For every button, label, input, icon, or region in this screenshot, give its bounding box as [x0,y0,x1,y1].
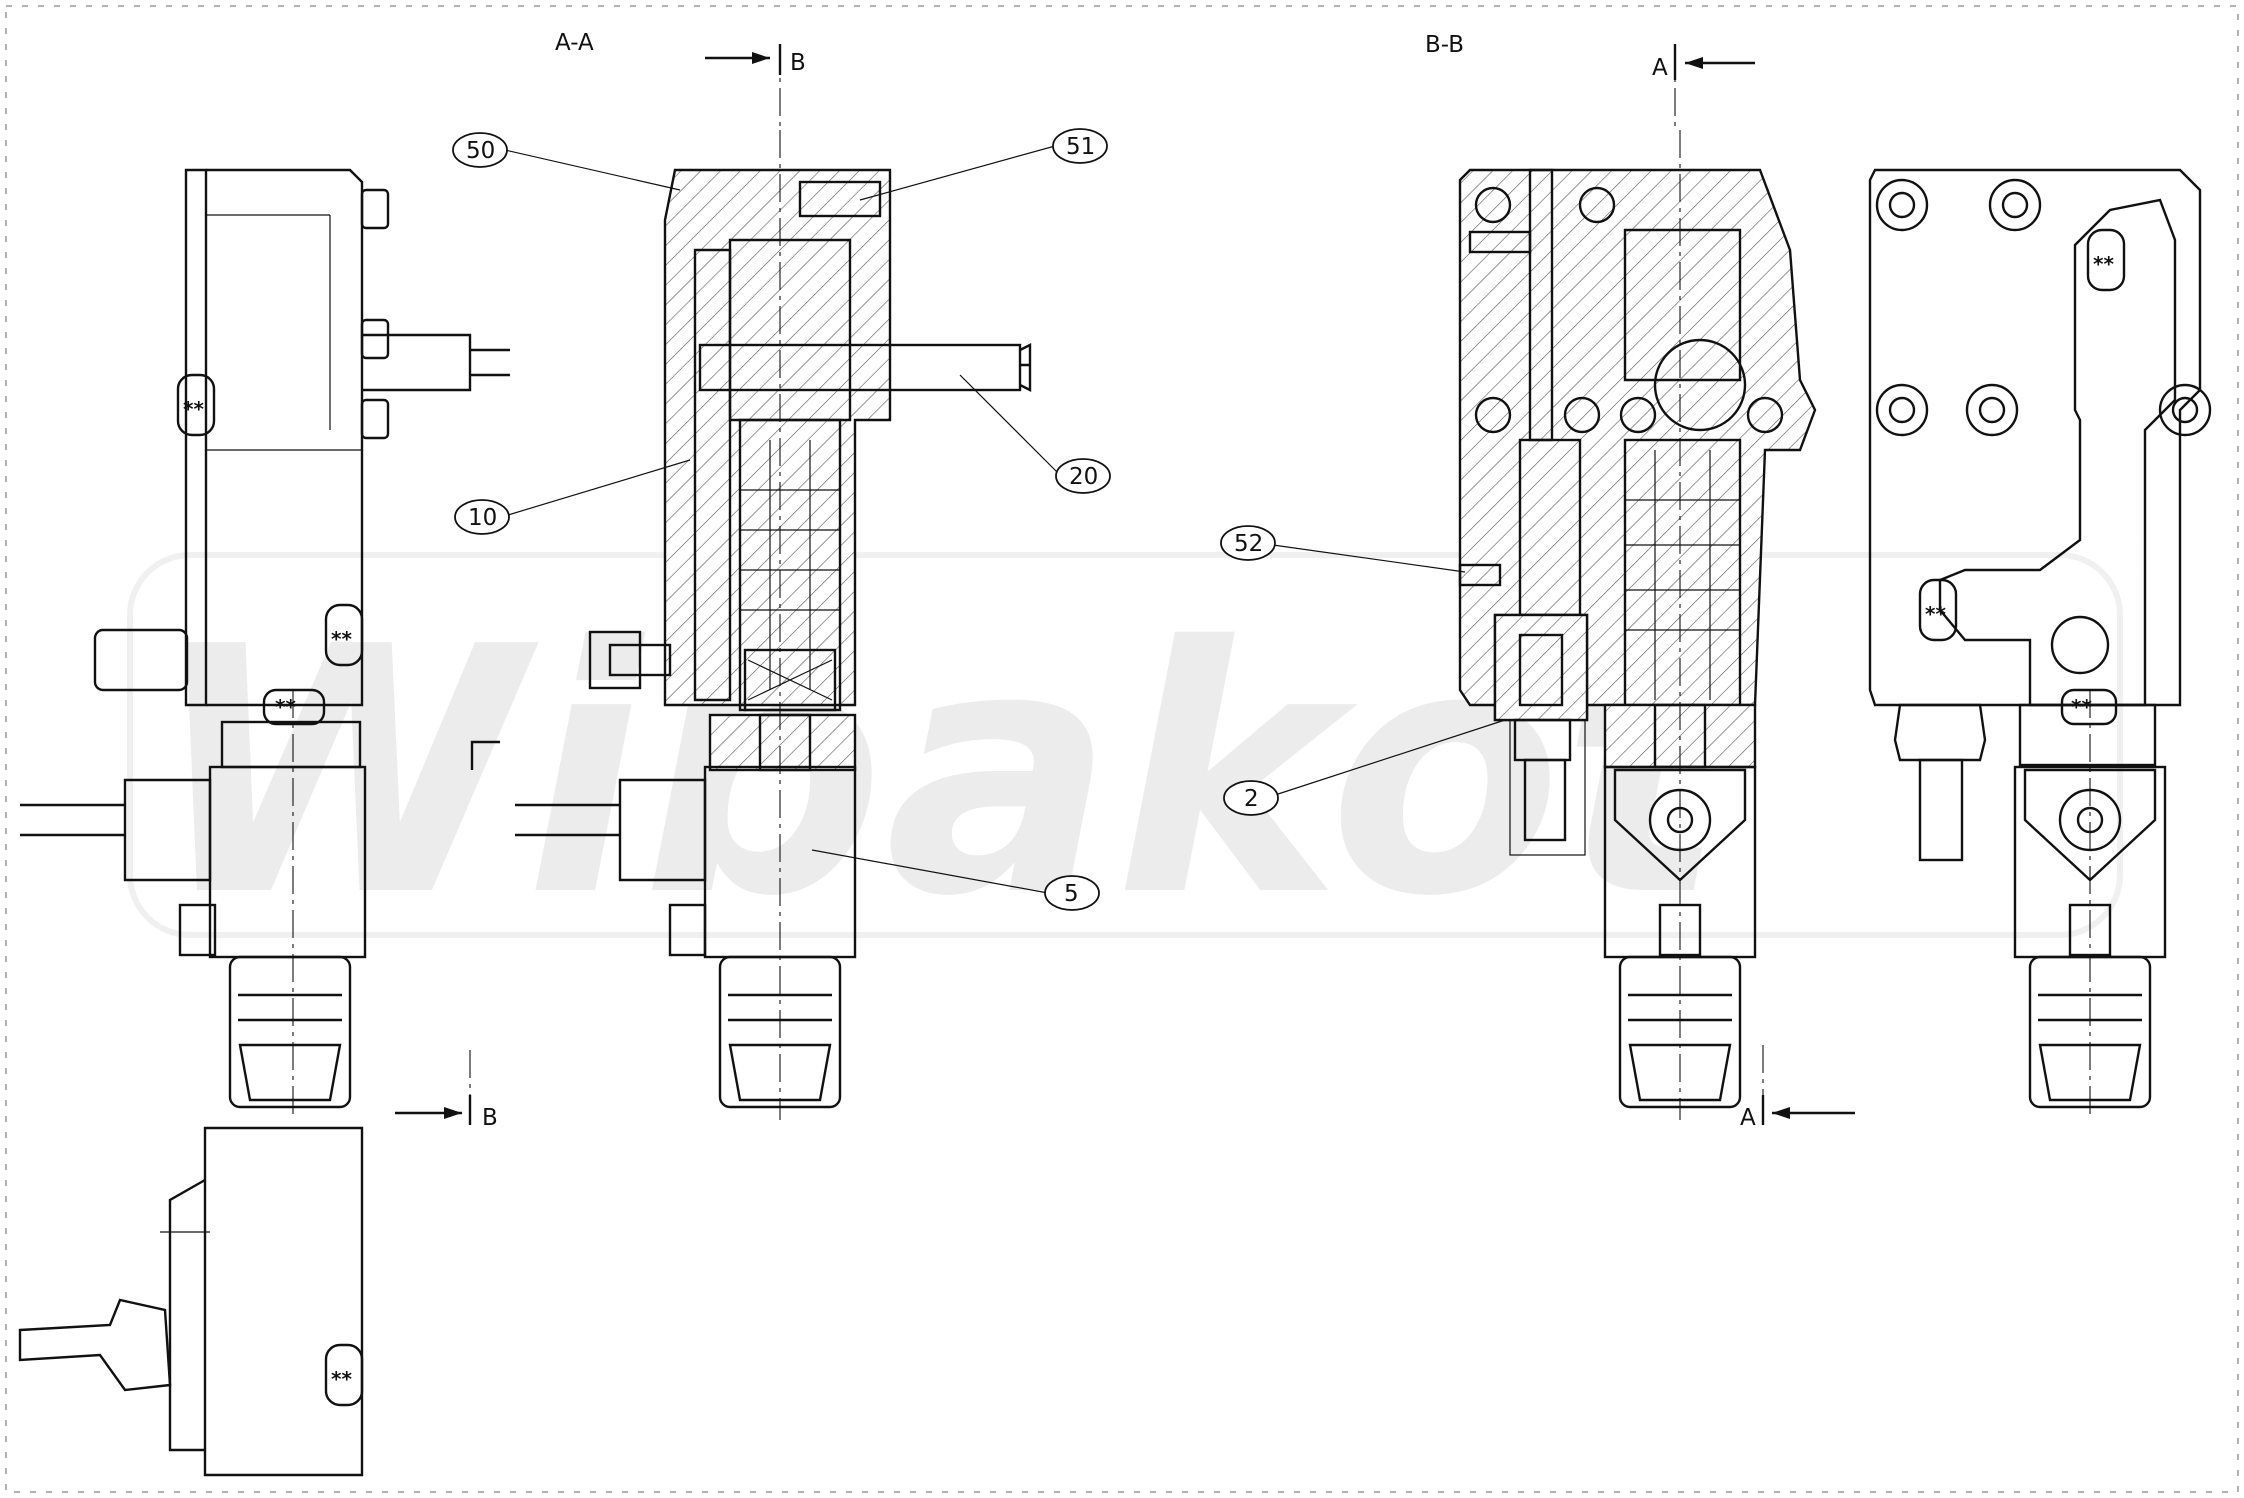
section-aa-view [515,130,1032,1120]
section-bb-view [1458,130,1817,1120]
cut-mark-b-bottom: B [395,1050,498,1131]
svg-text:**: ** [183,397,204,421]
svg-text:**: ** [331,1367,352,1391]
cut-mark-b-top: B [705,44,806,130]
svg-text:**: ** [2093,252,2114,276]
callout-5: 5 [811,849,1100,911]
svg-text:**: ** [331,627,352,651]
svg-text:**: ** [2071,695,2092,719]
sheet-border [5,5,2239,1493]
svg-text:**: ** [275,695,296,719]
bottom-view: ** [18,1126,364,1477]
callout-51: 51 [859,128,1108,201]
svg-text:A: A [1652,55,1668,81]
svg-text:20: 20 [1069,464,1098,490]
watermark: Wibakot [127,552,2123,971]
svg-text:51: 51 [1066,134,1095,160]
corner-mark [470,740,500,770]
section-title-aa: A-A [555,30,594,56]
side-view-left: ** ** ** [20,168,510,1120]
cut-mark-a-top: A [1652,44,1755,130]
svg-text:B: B [790,50,806,76]
svg-text:52: 52 [1234,531,1263,557]
section-title-bb: B-B [1425,32,1464,58]
svg-text:50: 50 [466,138,495,164]
svg-text:10: 10 [468,505,497,531]
callout-20: 20 [959,374,1111,494]
svg-text:5: 5 [1064,881,1079,907]
svg-text:**: ** [1925,602,1946,626]
callout-50: 50 [452,132,681,191]
svg-text:B: B [482,1105,498,1131]
svg-text:A: A [1740,1105,1756,1131]
callout-10: 10 [454,459,691,535]
callout-52: 52 [1220,525,1466,573]
cut-mark-a-bottom: A [1740,1045,1855,1131]
front-view-right: ** ** ** [1868,168,2212,1120]
callout-2: 2 [1223,719,1506,816]
svg-text:2: 2 [1244,786,1259,812]
